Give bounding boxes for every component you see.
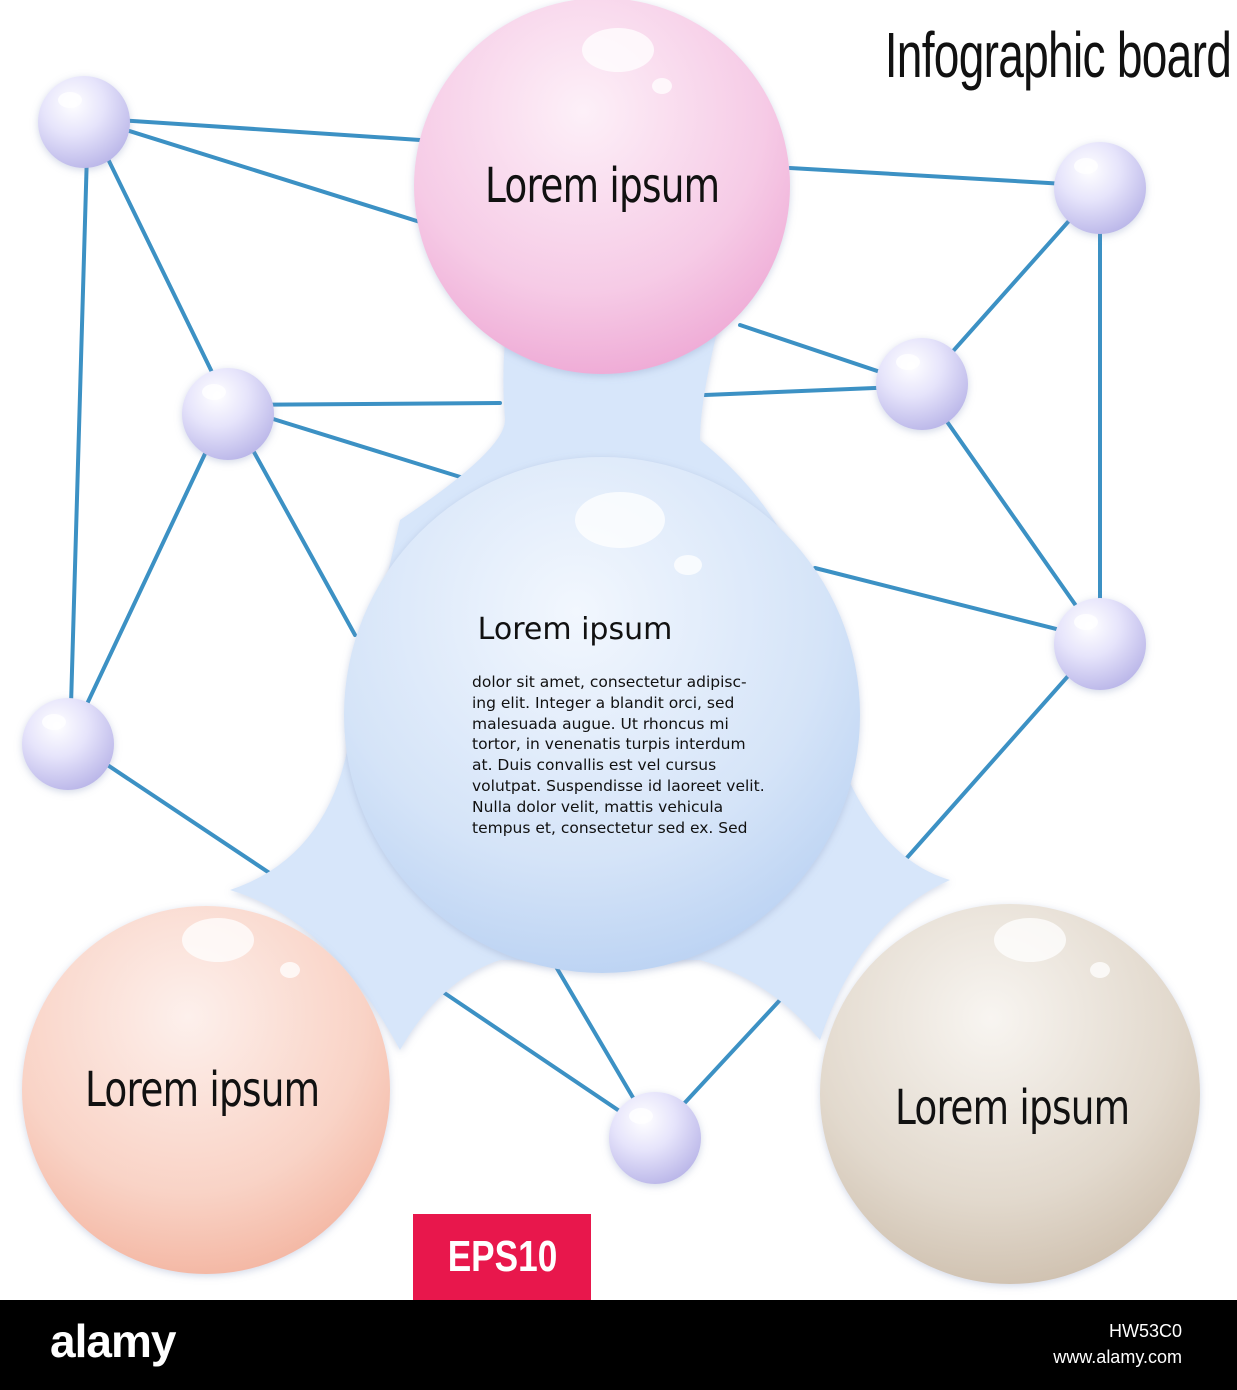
- footer-url: www.alamy.com: [1053, 1344, 1182, 1370]
- node-sphere: [876, 338, 968, 430]
- node-sphere: [182, 368, 274, 460]
- alamy-logo: alamy: [50, 1314, 175, 1368]
- page-title: Infographic board: [885, 18, 1231, 92]
- bottom-left-circle-label: Lorem ipsum: [85, 1062, 319, 1118]
- node-sphere: [609, 1092, 701, 1184]
- center-circle-heading: Lorem ipsum: [430, 612, 720, 647]
- node-sphere: [22, 698, 114, 790]
- node-sphere: [38, 76, 130, 168]
- top-circle-label: Lorem ipsum: [485, 158, 719, 214]
- footer-id-block: HW53C0 www.alamy.com: [1053, 1318, 1182, 1370]
- node-sphere: [1054, 598, 1146, 690]
- image-id: HW53C0: [1053, 1318, 1182, 1344]
- bottom-right-circle-label: Lorem ipsum: [895, 1080, 1129, 1136]
- watermark-footer: alamy HW53C0 www.alamy.com: [0, 1300, 1237, 1390]
- node-sphere: [1054, 142, 1146, 234]
- eps10-badge-text: EPS10: [447, 1232, 557, 1282]
- center-circle-body: dolor sit amet, consectetur adipisc- ing…: [472, 672, 770, 838]
- eps10-badge: EPS10: [413, 1214, 591, 1300]
